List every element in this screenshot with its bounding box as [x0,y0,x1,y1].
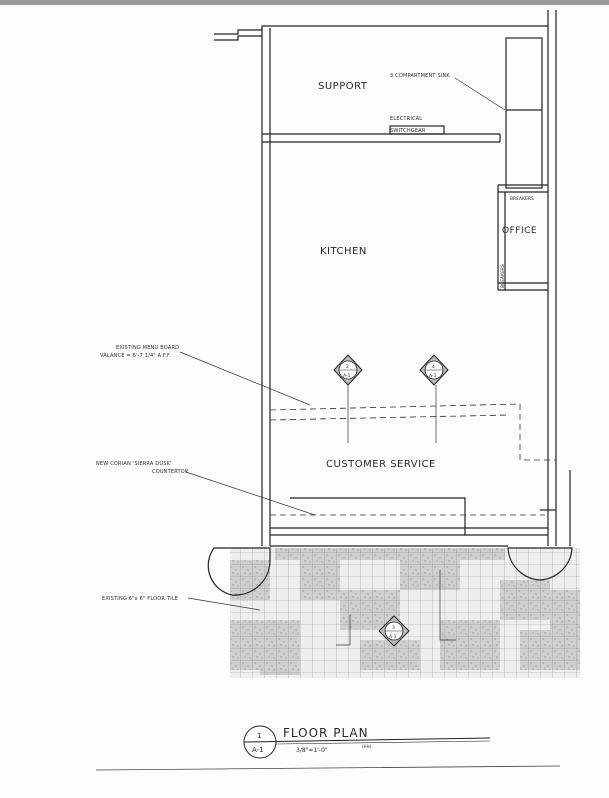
note-floor-tile: EXISTING 6"x 6" FLOOR TILE [102,596,178,602]
note-countertop: NEW CORIAN 'SIERRA DUSK' [96,461,172,467]
scan-edge [0,0,609,5]
note-breakers-top: BREAKERS [510,196,534,202]
section-marker-4 [419,354,449,386]
note-menu-board: EXISTING MENU BOARD [116,345,179,351]
section-marker-3 [378,615,410,647]
title-text: FLOOR PLAN [283,726,369,740]
title-block [95,725,561,771]
note-sink: 3 COMPARTMENT SINK [390,73,450,79]
note-menu-valance: VALANCE = 6'-7 1/4" A.F.F. [100,353,171,359]
marker-2-number: 2 [346,364,349,370]
marker-4-number: 4 [432,364,435,370]
marker-3-number: 3 [392,625,395,631]
marker-2-sheet: A-1 [343,373,351,379]
leaders [179,77,506,646]
walls [207,10,573,596]
marker-3-sheet: A-1 [389,634,397,640]
room-label-customer-service: CUSTOMER SERVICE [326,459,436,470]
note-electrical: ELECTRICAL [390,116,422,122]
title-sheet: A-1 [252,746,264,754]
room-label-kitchen: KITCHEN [320,246,367,257]
note-switchgear: SWITCHGEAR [390,128,426,134]
floor-tile-area [230,548,580,678]
section-marker-2 [333,354,363,386]
marker-4-sheet: A-1 [429,373,437,379]
menu-board-valance [269,403,556,516]
title-extra: (HH) [362,744,372,749]
room-label-office: OFFICE [502,226,537,236]
title-number: 1 [257,732,261,740]
note-breakers-side: BREAKERS [500,264,506,288]
title-scale: 3/8"=1'-0" [296,747,328,754]
room-label-support: SUPPORT [318,81,368,92]
note-countertop-2: COUNTERTOP. [152,469,189,475]
